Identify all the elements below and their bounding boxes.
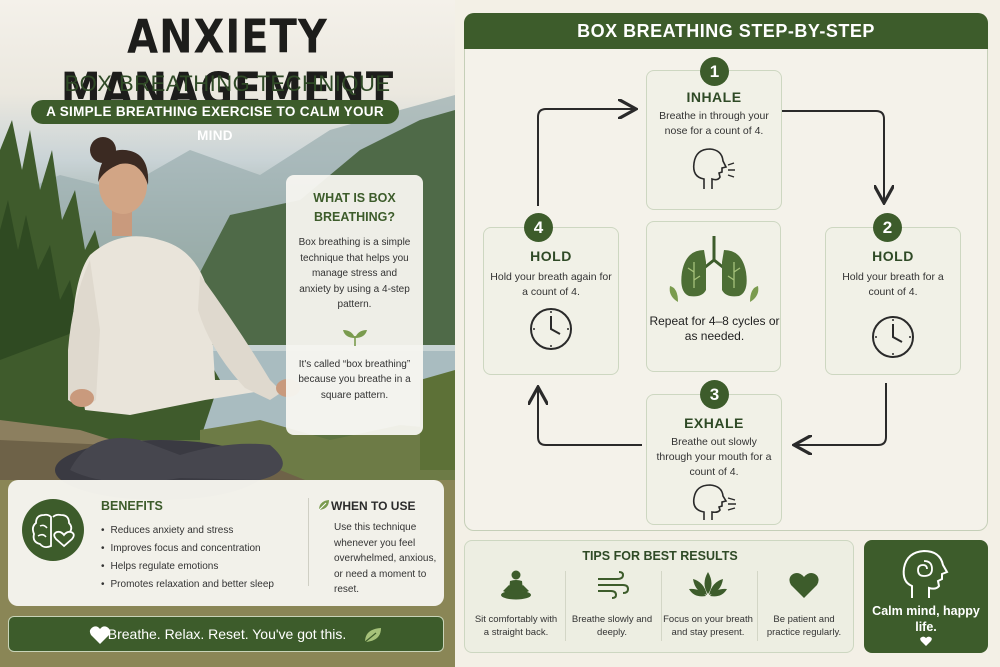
tip-item: Breathe slowly and deeply. (567, 567, 657, 639)
steps-panel-title: BOX BREATHING STEP-BY-STEP (464, 13, 988, 49)
step-description: Hold your breath again for a count of 4. (490, 271, 612, 298)
divider (565, 571, 566, 641)
clock-icon (872, 316, 914, 358)
tip-item: Focus on your breath and stay present. (663, 567, 753, 639)
what-is-card: WHAT IS BOX BREATHING? Box breathing is … (286, 175, 423, 435)
what-is-description: Box breathing is a simple technique that… (298, 237, 411, 310)
leaf-icon (318, 500, 329, 511)
benefit-item: Promotes relaxation and better sleep (101, 576, 274, 594)
tip-text: Be patient and practice regularly. (766, 614, 842, 638)
face-exhale-icon (692, 484, 736, 520)
brain-heart-icon (31, 513, 75, 549)
divider (308, 498, 309, 586)
arrow-4-to-1 (537, 109, 634, 206)
step-inhale: INHALE Breathe in through your nose for … (646, 70, 782, 210)
page-subtitle: BOX BREATHING TECHNIQUE (64, 71, 391, 96)
benefits-list: Reduces anxiety and stress Improves focu… (101, 522, 274, 594)
step-number-badge: 1 (700, 57, 729, 86)
tip-text: Focus on your breath and stay present. (663, 614, 753, 638)
what-is-note: It's called “box breathing” because you … (298, 358, 411, 401)
step-hold-4: HOLD Hold your breath again for a count … (483, 227, 619, 375)
benefits-card: BENEFITS Reduces anxiety and stress Impr… (8, 480, 444, 606)
step-hold-2: HOLD Hold your breath for a count of 4. (825, 227, 961, 375)
divider (661, 571, 662, 641)
step-number-badge: 2 (873, 213, 902, 242)
step-number-badge: 4 (524, 213, 553, 242)
arrow-1-to-2 (780, 110, 884, 201)
footer-text: Breathe. Relax. Reset. You've got this. (107, 626, 347, 642)
step-title: INHALE (686, 89, 742, 105)
wind-icon (598, 571, 629, 599)
when-to-use-title: WHEN TO USE (331, 499, 416, 513)
clock-icon (530, 308, 572, 350)
leaf-icon (364, 628, 381, 643)
lotus-icon (689, 572, 727, 597)
tip-item: Sit comfortably with a straight back. (471, 567, 561, 639)
closing-card: Calm mind, happy life. (864, 540, 988, 653)
benefit-item: Reduces anxiety and stress (101, 522, 274, 540)
repeat-cycles-text: Repeat for 4–8 cycles or as needed. (649, 314, 780, 343)
tip-text: Breathe slowly and deeply. (571, 614, 653, 638)
closing-text: Calm mind, happy life. (872, 604, 980, 634)
step-title: EXHALE (684, 415, 744, 431)
footer-banner: Breathe. Relax. Reset. You've got this. (8, 616, 444, 652)
face-inhale-icon (692, 148, 735, 189)
lungs-icon (669, 236, 759, 302)
heart-icon (920, 636, 932, 646)
tips-title: TIPS FOR BEST RESULTS (582, 549, 738, 563)
step-title: HOLD (872, 248, 914, 264)
tip-item: Be patient and practice regularly. (759, 567, 849, 639)
step-exhale: EXHALE Breathe out slowly through your m… (646, 394, 782, 525)
heart-icon (789, 573, 819, 598)
brain-heart-badge (22, 499, 84, 561)
tip-text: Sit comfortably with a straight back. (474, 614, 558, 638)
heart-icon (89, 626, 111, 644)
cycle-arrows (464, 13, 988, 531)
divider (757, 571, 758, 641)
benefit-item: Helps regulate emotions (101, 558, 274, 576)
step-description: Breathe out slowly through your mouth fo… (656, 436, 772, 478)
arrow-3-to-4 (538, 389, 642, 446)
step-title: HOLD (530, 248, 572, 264)
step-description: Hold your breath for a count of 4. (842, 271, 944, 298)
step-description: Breathe in through your nose for a count… (659, 110, 769, 137)
meditating-person-icon (501, 570, 531, 600)
arrow-2-to-3 (796, 383, 887, 445)
benefits-title: BENEFITS (101, 499, 163, 513)
what-is-title: WHAT IS BOX BREATHING? (313, 191, 396, 224)
tips-card: TIPS FOR BEST RESULTS Sit comfortably wi… (464, 540, 854, 653)
repeat-cycles-box: Repeat for 4–8 cycles or as needed. (646, 221, 781, 372)
head-swirl-icon (902, 549, 949, 598)
benefit-item: Improves focus and concentration (101, 540, 274, 558)
step-number-badge: 3 (700, 380, 729, 409)
tagline-banner: A SIMPLE BREATHING EXERCISE TO CALM YOUR… (31, 100, 399, 143)
sprout-icon (342, 329, 367, 346)
when-to-use-text: Use this technique whenever you feel ove… (334, 522, 437, 595)
